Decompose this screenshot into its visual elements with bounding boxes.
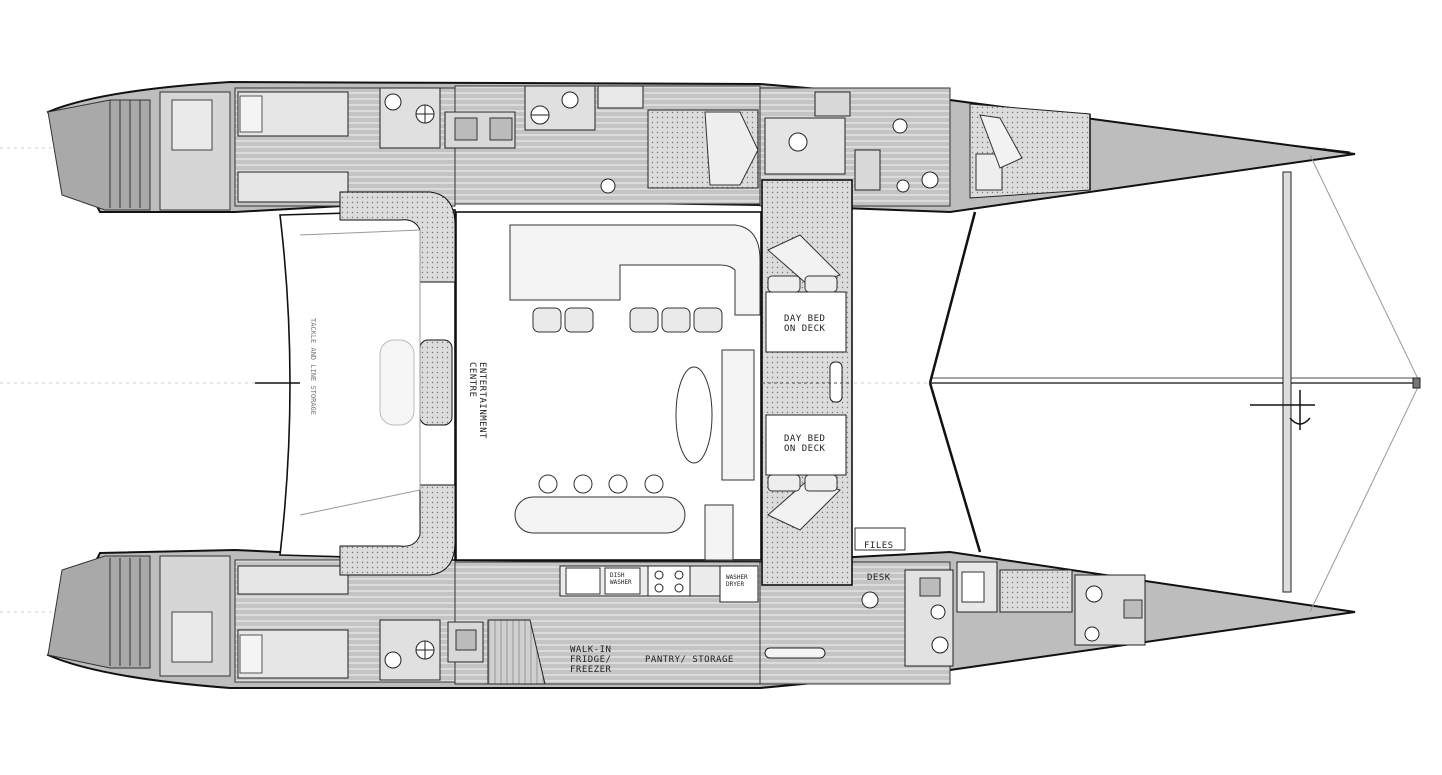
tackle-storage-label: TACKLE AND LINE STORAGE — [309, 318, 317, 415]
port-aft-bunk — [237, 171, 349, 203]
cooktop — [647, 565, 691, 597]
saloon-settee-side — [721, 349, 755, 481]
saloon-settee-top — [509, 224, 761, 316]
port-stern-steps — [47, 91, 231, 211]
entertainment-centre-label: ENTERTAINMENT CENTRE — [467, 362, 487, 439]
starboard-stern-steps — [47, 555, 231, 677]
forebeam — [1282, 171, 1292, 593]
washer-dryer-label: WASHER DRYER — [726, 574, 748, 588]
cockpit-seat-middle — [419, 339, 453, 426]
port-sink-icon — [384, 93, 402, 111]
bridge-deck — [255, 179, 906, 586]
starboard-hull — [46, 548, 1356, 689]
bar-counter — [514, 496, 686, 534]
day-bed-top — [765, 291, 847, 353]
washer-dryer — [719, 565, 759, 603]
bow-trampoline — [928, 154, 1421, 613]
walk-in-fridge — [487, 619, 546, 685]
aft-cockpit — [279, 209, 456, 561]
day-bed-top-label: DAY BED ON DECK — [784, 314, 826, 334]
desk-label: DESK — [867, 573, 891, 583]
port-fwd-toilet-icon — [788, 132, 808, 152]
starboard-bow-cabin — [999, 569, 1073, 613]
walk-in-fridge-label: WALK-IN FRIDGE/ FREEZER — [570, 645, 612, 675]
saloon-table — [675, 366, 713, 464]
port-sink2-icon — [561, 91, 579, 109]
day-bed-bottom-label: DAY BED ON DECK — [784, 434, 826, 454]
starboard-aft-bunk — [237, 565, 349, 595]
dishwasher-label: DISH WASHER — [610, 572, 632, 586]
port-hull — [46, 80, 1356, 214]
day-bed-bottom — [765, 414, 847, 476]
pantry-label: PANTRY/ STORAGE — [645, 655, 734, 665]
starboard-sink-icon — [384, 651, 402, 669]
starboard-fwd-toilet-icon — [861, 591, 879, 609]
files-label: FILES — [864, 541, 894, 551]
dishwasher — [604, 567, 641, 595]
